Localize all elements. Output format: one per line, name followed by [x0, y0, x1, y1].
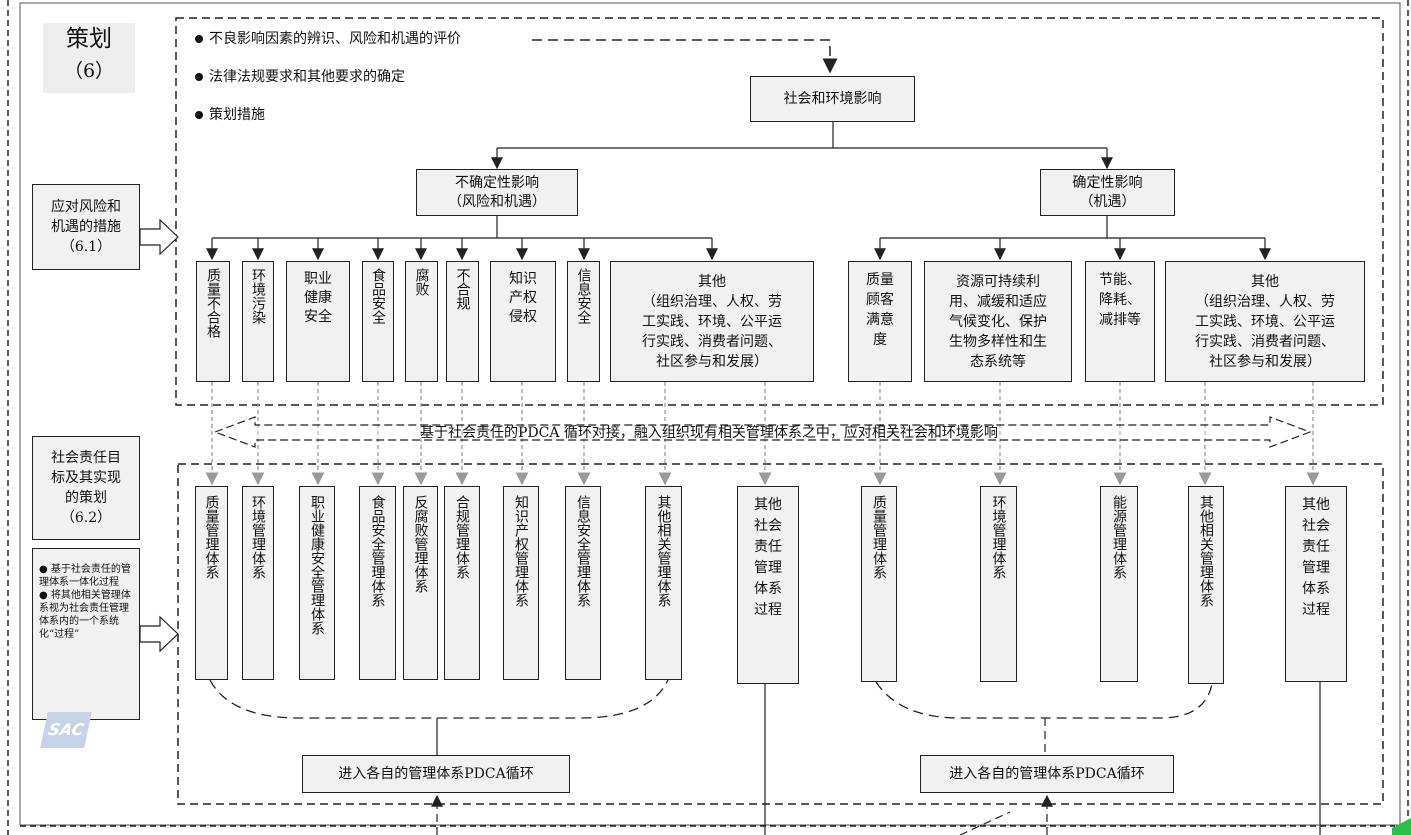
system-label: 合规管理体系 — [454, 495, 470, 579]
impact-environment: 环境污染 — [242, 261, 274, 382]
impact-label: 质量不合格 — [205, 268, 221, 338]
pdca-link-text: 基于社会责任的PDCA 循环对接，融入组织现有相关管理体系之中，应对相关社会和环… — [420, 425, 998, 441]
impact-label: 食品安全 — [370, 268, 386, 324]
system-other-related-left: 其他相关管理体系 — [645, 486, 682, 680]
impact-other-right: 其他 （组织治理、人权、劳 工实践、环境、公平运 行实践、消费者问题、 社区参与… — [1165, 261, 1365, 382]
impact-ip: 知识 产权 侵权 — [490, 261, 556, 382]
uncertain-impact-box: 不确定性影响 （风险和机遇） — [416, 169, 578, 216]
system-ohs: 职业健康安全管理体系 — [299, 486, 335, 680]
bullet-text: 策划措施 — [209, 107, 265, 123]
system-label: 环境管理体系 — [250, 495, 266, 579]
system-ip: 知识产权管理体系 — [503, 486, 539, 680]
impact-quality: 质量不合格 — [196, 261, 230, 382]
impact-sustainability: 资源可持续利 用、减缓和适应 气候变化、保护 生物多样性和生 态系统等 — [924, 261, 1072, 382]
bullet-dot — [195, 35, 203, 43]
planning-frame — [175, 17, 1384, 406]
planning-title: 策划 — [66, 26, 112, 52]
impact-label: 不合规 — [454, 268, 471, 310]
sr-objectives-label: 社会责任目 标及其实现 的策划 （6.2） — [32, 436, 140, 540]
system-environment-right: 环境管理体系 — [980, 486, 1017, 682]
impact-infosec: 信息安全 — [567, 261, 600, 382]
system-label: 职业健康安全管理体系 — [309, 495, 325, 635]
certain-impact-box: 确定性影响 （机遇） — [1040, 169, 1175, 216]
bullet-planning-actions: 策划措施 — [195, 106, 265, 124]
notes-arrow — [139, 615, 179, 653]
bullet-risk-evaluation: 不良影响因素的辨识、风险和机遇的评价 — [195, 30, 461, 48]
system-label: 其他 社会 责任 管理 体系 过程 — [754, 497, 782, 618]
system-other-sr-right: 其他 社会 责任 管理 体系 过程 — [1285, 486, 1347, 682]
impact-energy: 节能、 降耗、 减排等 — [1085, 261, 1155, 382]
impact-ohs: 职业 健康 安全 — [286, 261, 350, 382]
system-food-safety: 食品安全管理体系 — [359, 486, 396, 680]
pdca-link-arrow — [213, 416, 1312, 448]
system-anti-corruption: 反腐败管理体系 — [403, 486, 438, 680]
integration-notes: ● 基于社会责任的管理体系一体化过程 ● 将其他相关管理体系视为社会责任管理体系… — [32, 548, 140, 720]
system-label: 环境管理体系 — [990, 495, 1007, 579]
system-label: 质量管理体系 — [203, 495, 220, 579]
impact-customer-satisfaction: 质量 顾客 满意 度 — [848, 261, 912, 382]
impact-corruption: 腐败 — [405, 261, 438, 382]
system-energy: 能源管理体系 — [1100, 486, 1138, 682]
system-other-sr-left: 其他 社会 责任 管理 体系 过程 — [737, 486, 799, 684]
bullet-dot — [195, 73, 203, 81]
system-label: 反腐败管理体系 — [412, 495, 429, 593]
bullet-dot — [195, 111, 203, 119]
system-infosec: 信息安全管理体系 — [565, 486, 601, 680]
impact-label: 腐败 — [413, 268, 430, 296]
system-label: 知识产权管理体系 — [513, 495, 529, 607]
impact-food: 食品安全 — [362, 261, 394, 382]
system-label: 其他 社会 责任 管理 体系 过程 — [1302, 497, 1330, 618]
risk-arrow — [139, 218, 179, 256]
system-quality-right: 质量管理体系 — [861, 486, 897, 682]
system-quality-left: 质量管理体系 — [195, 486, 228, 680]
system-label: 能源管理体系 — [1111, 495, 1127, 579]
bullet-legal-requirements: 法律法规要求和其他要求的确定 — [195, 68, 405, 86]
risk-measures-label: 应对风险和 机遇的措施 （6.1） — [32, 184, 140, 270]
sac-logo: SAC — [40, 712, 92, 748]
bullet-text: 不良影响因素的辨识、风险和机遇的评价 — [209, 31, 461, 47]
system-label: 其他相关管理体系 — [655, 495, 672, 607]
impact-label: 环境污染 — [250, 268, 266, 324]
system-other-related-right: 其他相关管理体系 — [1188, 486, 1224, 684]
enter-pdca-right: 进入各自的管理体系PDCA循环 — [920, 755, 1174, 793]
system-label: 质量管理体系 — [871, 495, 887, 579]
system-label: 食品安全管理体系 — [369, 495, 386, 607]
planning-clause: （6） — [63, 60, 115, 82]
planning-title-box — [43, 23, 135, 93]
root-social-environmental-impact: 社会和环境影响 — [750, 76, 915, 122]
system-label: 其他相关管理体系 — [1198, 495, 1214, 607]
impact-label: 信息安全 — [575, 268, 592, 324]
system-environment-left: 环境管理体系 — [242, 486, 274, 680]
system-compliance: 合规管理体系 — [444, 486, 480, 680]
bullet-text: 法律法规要求和其他要求的确定 — [209, 69, 405, 85]
system-label: 信息安全管理体系 — [575, 495, 591, 607]
enter-pdca-left: 进入各自的管理体系PDCA循环 — [302, 755, 570, 793]
impact-other-left: 其他 （组织治理、人权、劳 工实践、环境、公平运 行实践、消费者问题、 社区参与… — [610, 261, 814, 382]
impact-noncompliance: 不合规 — [446, 261, 479, 382]
